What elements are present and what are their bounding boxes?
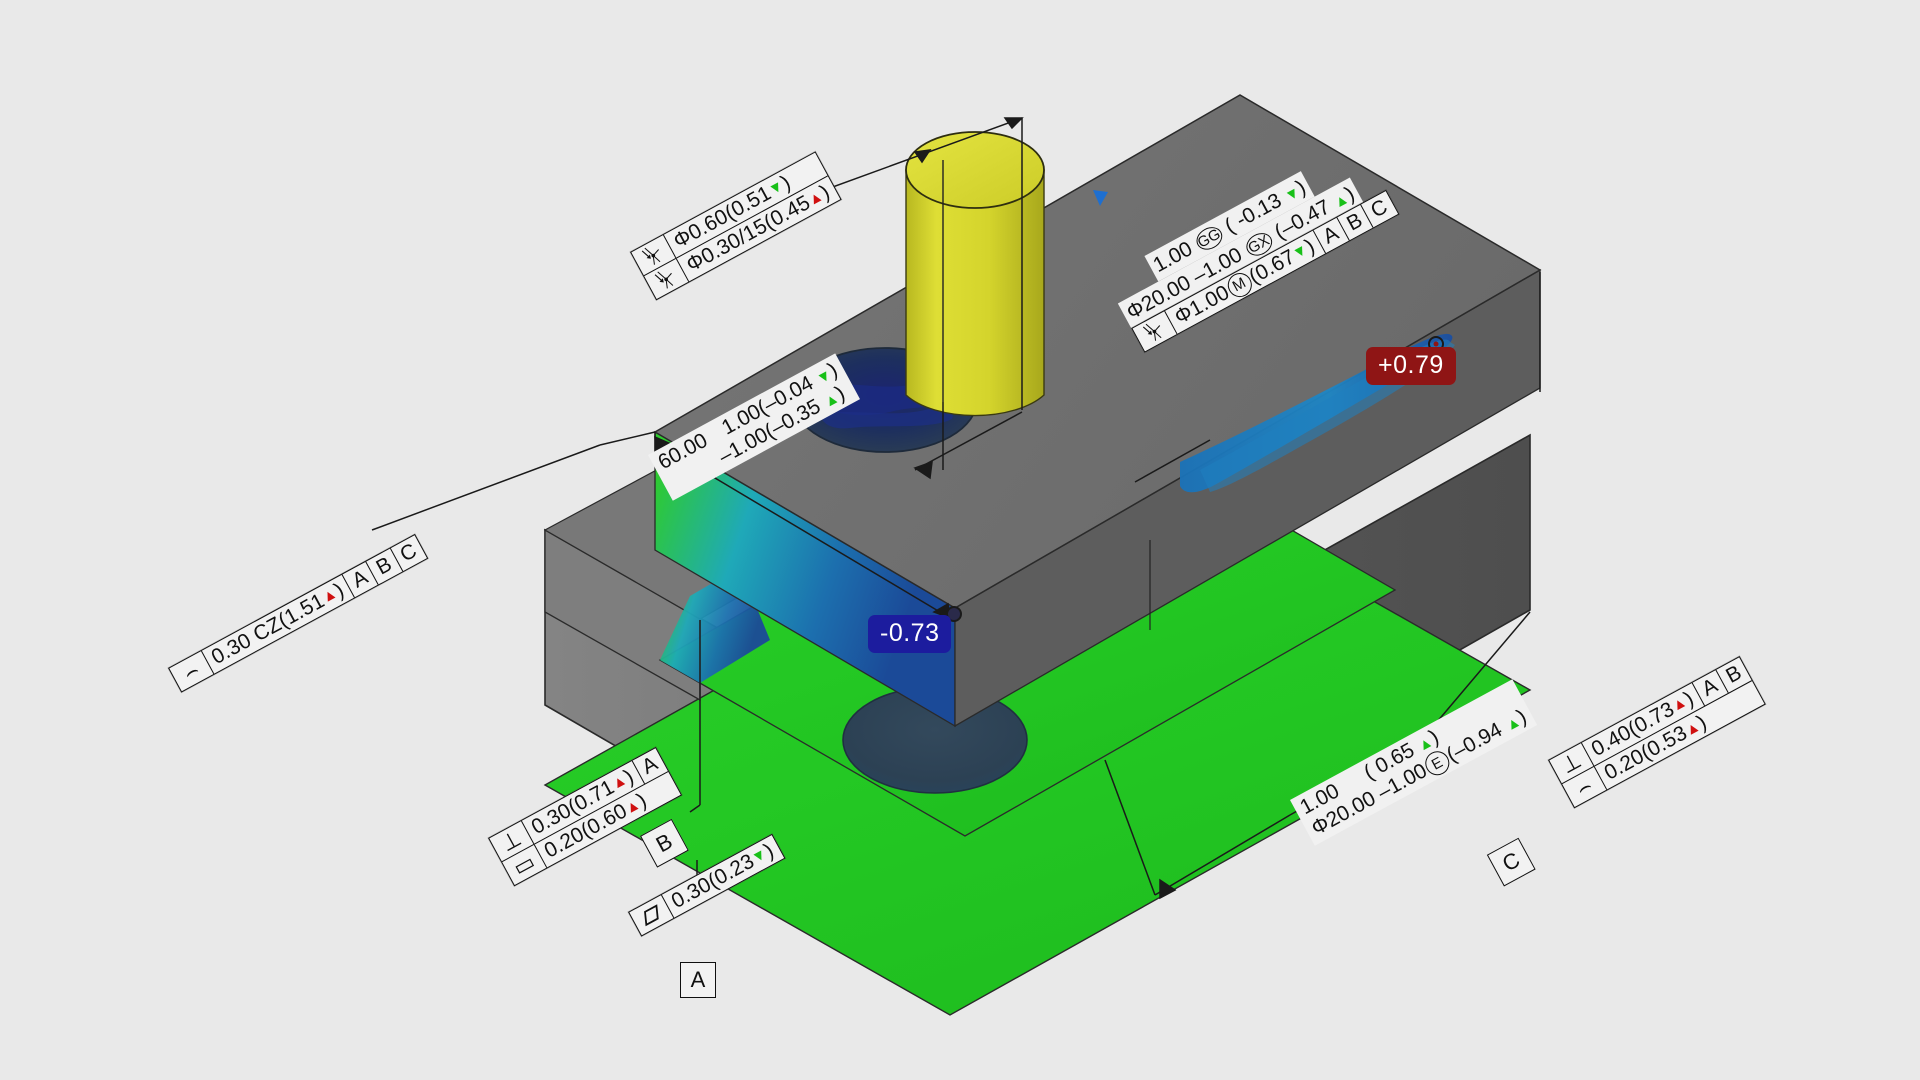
status-arrow-in-tolerance: ▲: [1502, 712, 1524, 735]
datum-feature-a[interactable]: A: [680, 962, 716, 998]
max-negative-deviation-badge[interactable]: -0.73: [868, 615, 952, 653]
datum-letter: A: [680, 962, 716, 998]
status-arrow-in-tolerance: ▲: [820, 389, 843, 412]
parallelogram-glyph: [644, 904, 659, 927]
parallelism-icon: [629, 894, 675, 936]
status-arrow-in-tolerance: ▼: [1281, 183, 1304, 206]
parallelism-frame[interactable]: 0.30(0.23 ▼ ): [628, 833, 786, 937]
max-positive-deviation-badge[interactable]: +0.79: [1366, 347, 1456, 385]
